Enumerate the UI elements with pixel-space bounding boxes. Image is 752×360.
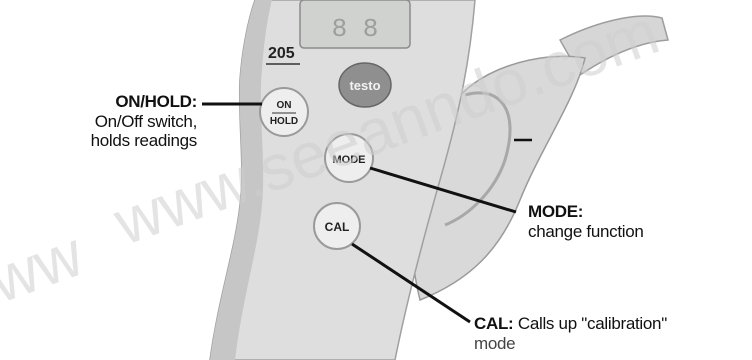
cal-callout-line1: Calls up "calibration" xyxy=(518,314,667,333)
on-hold-callout-line2: holds readings xyxy=(91,131,197,151)
model-number: 205 xyxy=(268,45,295,62)
mode-callout-title: MODE: xyxy=(528,202,644,222)
on-hold-callout-line1: On/Off switch, xyxy=(91,112,197,132)
on-hold-callout: ON/HOLD: On/Off switch, holds readings xyxy=(91,92,197,151)
on-hold-button-top-label: ON xyxy=(277,100,292,111)
cal-callout-title: CAL: xyxy=(474,314,513,333)
cal-callout: CAL: Calls up "calibration" mode xyxy=(474,314,667,353)
cal-button-label: CAL xyxy=(325,220,350,234)
cal-button[interactable]: CAL xyxy=(314,203,360,249)
display-digits: 8 8 xyxy=(332,14,379,44)
mode-callout-line1: change function xyxy=(528,222,644,242)
on-hold-callout-title: ON/HOLD: xyxy=(91,92,197,112)
mode-callout: MODE: change function xyxy=(528,202,644,241)
cal-callout-line2: mode xyxy=(474,334,667,354)
